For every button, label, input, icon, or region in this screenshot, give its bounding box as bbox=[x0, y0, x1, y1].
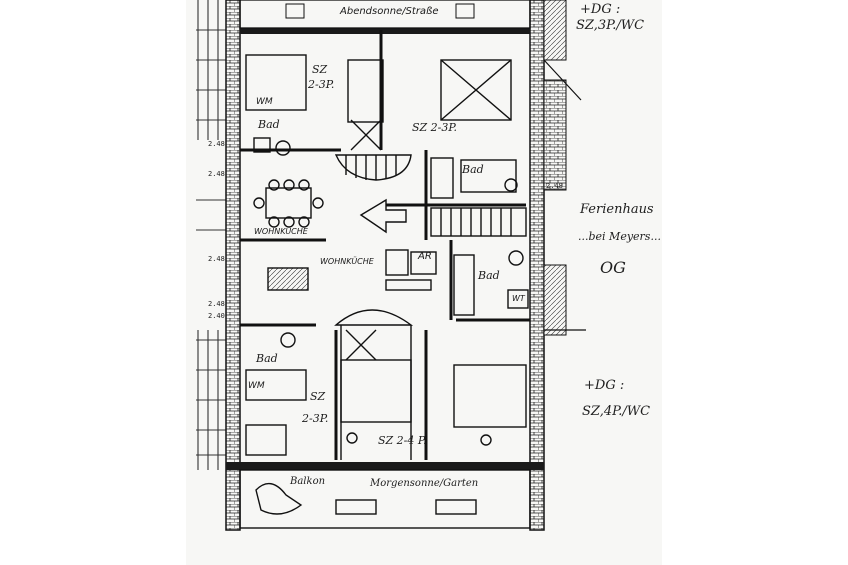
wall-right bbox=[529, 0, 545, 531]
floor-plan-drawing bbox=[196, 0, 586, 531]
label-sz-bottom-center: SZ 2-4 P. bbox=[378, 434, 427, 447]
note-bei-meyers: ...bei Meyers... bbox=[578, 230, 661, 243]
wall-left bbox=[225, 0, 241, 531]
label-sz-bottom-left-capacity: 2-3P. bbox=[302, 412, 329, 425]
wall-bottom bbox=[226, 462, 544, 470]
label-wohnkueche-center: WOHNKÜCHE bbox=[320, 257, 374, 266]
note-ferienhaus: Ferienhaus bbox=[580, 202, 654, 217]
label-sz-bottom-left: SZ bbox=[310, 390, 326, 403]
label-morgensonne: Morgensonne/Garten bbox=[370, 478, 479, 489]
roof-shading-left bbox=[196, 0, 226, 470]
label-wohnkueche-left: WOHNKÜCHE bbox=[254, 227, 308, 236]
label-bad-mid: Bad bbox=[462, 163, 484, 176]
dimension-4: 2.48 bbox=[208, 300, 225, 308]
label-balkon: Balkon bbox=[290, 476, 326, 487]
label-bad-right: Bad bbox=[478, 269, 500, 282]
note-top-right: +DG : bbox=[580, 2, 621, 17]
label-abendsonne: Abendsonne/Straße bbox=[340, 6, 439, 17]
dimension-3: 2.48 bbox=[208, 255, 225, 263]
label-ar: AR bbox=[418, 251, 432, 262]
label-sz-top-left: SZ bbox=[312, 63, 328, 76]
dimension-2: 2.48 bbox=[208, 170, 225, 178]
dimension-6: 2.48 bbox=[546, 182, 563, 190]
note-bottom-right-line2: SZ,4P./WC bbox=[582, 404, 651, 419]
label-bad-top-left: Bad bbox=[258, 118, 280, 131]
label-wm-top: WM bbox=[256, 97, 273, 107]
note-bottom-right: +DG : bbox=[584, 378, 625, 393]
label-wt: WT bbox=[512, 294, 525, 303]
label-sz-top-right: SZ 2-3P. bbox=[412, 121, 458, 134]
floor-plan-sheet: Abendsonne/Straße SZ 2-3P. WM Bad SZ 2-3… bbox=[186, 0, 662, 565]
label-wm-bottom: WM bbox=[248, 381, 265, 391]
label-bad-bottom-left: Bad bbox=[256, 352, 278, 365]
dimension-5: 2.40 bbox=[208, 312, 225, 320]
note-og: OG bbox=[600, 258, 626, 277]
label-sz-top-left-capacity: 2-3P. bbox=[308, 78, 335, 91]
dimension-1: 2.48 bbox=[208, 140, 225, 148]
note-top-right-line2: SZ,3P./WC bbox=[576, 18, 645, 33]
wall-top bbox=[240, 28, 530, 34]
